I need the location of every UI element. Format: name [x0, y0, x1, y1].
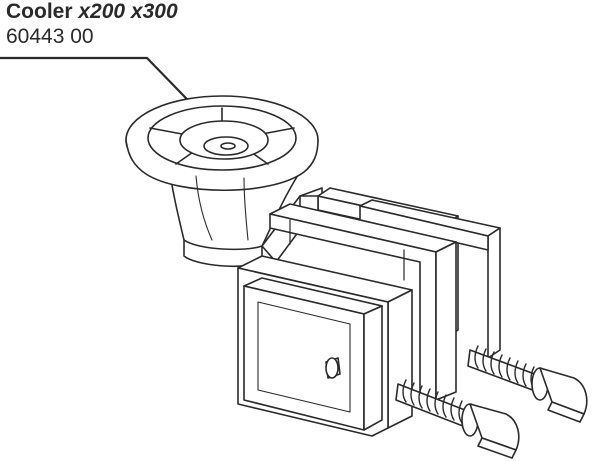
- product-models: x200 x300: [78, 0, 178, 23]
- product-name: Cooler: [6, 0, 73, 23]
- front-thumbscrew: [395, 379, 520, 459]
- screw-tip: [325, 357, 341, 379]
- middle-plate: [269, 203, 457, 409]
- part-label: Cooler x200 x300 60443 00: [6, 0, 178, 50]
- product-title: Cooler x200 x300: [6, 0, 178, 24]
- rear-thumbscrew: [467, 345, 588, 423]
- part-number: 60443 00: [6, 25, 94, 48]
- suction-cup: [125, 95, 323, 268]
- front-clamp: [237, 255, 413, 437]
